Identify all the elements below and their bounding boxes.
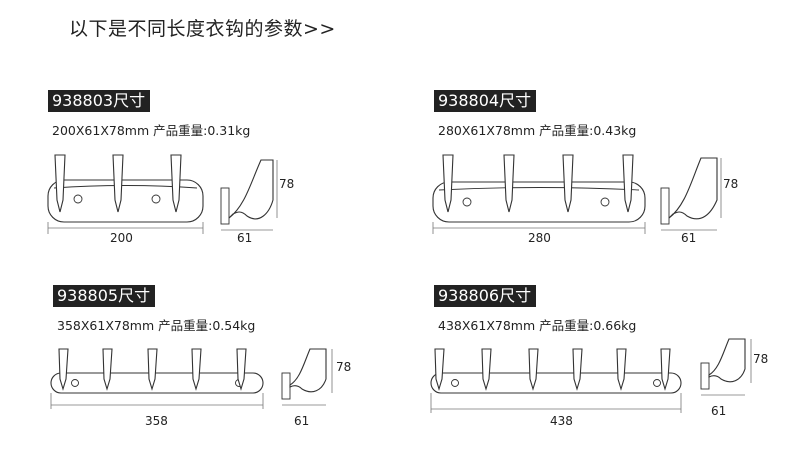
hook-icon <box>434 348 445 391</box>
page-heading: 以下是不同长度衣钩的参数>> <box>69 18 336 40</box>
spec-line: 200X61X78mm 产品重量:0.31kg <box>52 123 251 138</box>
front-view-938805: 358 <box>50 348 264 428</box>
hook-icon <box>503 154 515 213</box>
length-dimension: 358 <box>145 414 168 428</box>
model-badge: 938804尺寸 <box>434 90 537 112</box>
height-dimension: 78 <box>336 360 351 374</box>
hook-icon <box>170 154 182 213</box>
model-badge: 938805尺寸 <box>53 285 156 307</box>
hook-icon <box>572 348 583 391</box>
mounting-plate <box>47 179 204 223</box>
hook-icon <box>112 154 124 213</box>
hook-icon <box>616 348 627 391</box>
spec-line: 438X61X78mm 产品重量:0.66kg <box>438 318 637 333</box>
side-view-938805: 78 61 <box>281 348 351 428</box>
mounting-plate <box>430 372 682 394</box>
model-badge: 938806尺寸 <box>434 285 537 307</box>
side-view-938803: 78 61 <box>220 159 294 245</box>
model-badge: 938803尺寸 <box>48 90 151 112</box>
depth-dimension: 61 <box>237 231 252 245</box>
side-view-938806: 78 61 <box>700 338 768 418</box>
hook-icon <box>147 348 158 391</box>
height-dimension: 78 <box>279 177 294 191</box>
hook-icon <box>236 348 247 391</box>
hook-icon <box>54 154 66 213</box>
side-view-938804: 78 61 <box>660 157 738 245</box>
hook-icon <box>622 154 634 213</box>
hook-icon <box>58 348 69 391</box>
height-dimension: 78 <box>753 352 768 366</box>
hook-icon <box>528 348 539 391</box>
mounting-plate <box>50 372 264 394</box>
mounting-plate <box>432 181 646 223</box>
height-dimension: 78 <box>723 177 738 191</box>
hook-icon <box>191 348 202 391</box>
depth-dimension: 61 <box>681 231 696 245</box>
hook-icon <box>660 348 671 391</box>
hook-icon <box>562 154 574 213</box>
hook-icon <box>481 348 492 391</box>
length-dimension: 200 <box>110 231 133 245</box>
hook-icon <box>102 348 113 391</box>
spec-line: 280X61X78mm 产品重量:0.43kg <box>438 123 637 138</box>
depth-dimension: 61 <box>711 404 726 418</box>
spec-line: 358X61X78mm 产品重量:0.54kg <box>57 318 256 333</box>
hook-icon <box>442 154 454 213</box>
length-dimension: 280 <box>528 231 551 245</box>
front-view-938804: 280 <box>432 154 646 245</box>
length-dimension: 438 <box>550 414 573 428</box>
front-view-938803: 200 <box>47 154 204 245</box>
front-view-938806: 438 <box>430 348 682 428</box>
depth-dimension: 61 <box>294 414 309 428</box>
